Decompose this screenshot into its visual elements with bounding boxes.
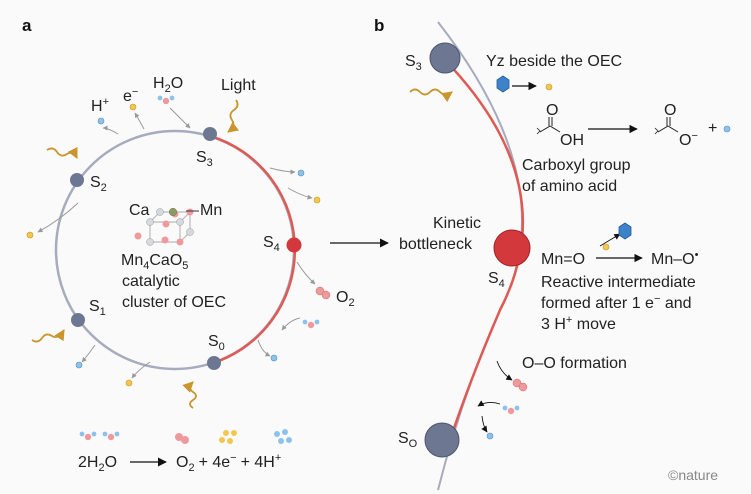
- s2-electron-particle: [26, 231, 34, 239]
- bottleneck-line1: Kinetic: [433, 215, 481, 232]
- yz-tyrosine-icon-2: [618, 222, 632, 240]
- light-arrow-s0: [182, 381, 197, 409]
- equation-electron-icons: [219, 430, 237, 444]
- proton-release-arrow: [102, 125, 119, 135]
- carboxylate-o-label: O: [664, 102, 676, 119]
- equation-reactant: 2H2O: [78, 454, 117, 474]
- state-s0-label: S0: [208, 333, 225, 353]
- mn-oxyl-label: Mn–O•: [651, 249, 699, 268]
- pathway-s3-label: S3: [405, 53, 422, 73]
- light-arrow-s2: [46, 146, 78, 159]
- oxygen-release-arrow: [296, 261, 316, 285]
- released-proton-particle: [723, 125, 731, 133]
- carboxylate-structure: [654, 117, 679, 135]
- pathway-s4-node: [493, 229, 531, 267]
- s0-proton-particle: [270, 354, 278, 362]
- bottleneck-line2: bottleneck: [399, 236, 473, 253]
- s1-electron-particle: [125, 379, 133, 387]
- electron-particle: [129, 103, 137, 111]
- state-s4-label: S4: [263, 234, 280, 254]
- water-intake-arrow-b: [477, 400, 501, 407]
- nature-logo: ©nature: [668, 467, 718, 483]
- oxygen-release-arrow-b: [496, 360, 513, 381]
- carboxyl-caption-line1: Carboxyl group: [522, 157, 631, 174]
- manganese-label: Mn: [200, 202, 222, 219]
- s0-proton-arrow: [257, 339, 271, 357]
- state-s1-node: [71, 313, 85, 327]
- carboxylate-ominus-label: O−: [679, 130, 698, 149]
- state-s4-node: [286, 237, 302, 253]
- mn-electron-particle: [602, 243, 610, 251]
- state-s3-node: [203, 127, 217, 141]
- equation-proton-icons: [274, 429, 292, 444]
- mn4cao5-cluster-icon: [134, 207, 194, 246]
- s3-electron-arrow: [287, 187, 313, 200]
- water-intake-arrow: [169, 107, 191, 129]
- s3-electron-particle: [313, 196, 321, 204]
- yz-involvement-arrow: [599, 233, 621, 247]
- equation-products: O2+ 4e−+ 4H+: [176, 452, 281, 474]
- proton-release-arrow-b: [481, 415, 488, 433]
- water-intake-s0-arrow: [281, 317, 301, 331]
- light-label: Light: [221, 77, 256, 94]
- carboxyl-oh-label: OH: [560, 132, 584, 149]
- reactive-caption-line3: 3 H+ move: [541, 314, 616, 333]
- cluster-caption-line2: catalytic: [122, 273, 180, 290]
- s1-proton-particle: [75, 361, 83, 369]
- s3-proton-arrow: [269, 167, 296, 175]
- reactive-caption-line2: formed after 1 e− and: [541, 293, 692, 312]
- oo-formation-label: O–O formation: [522, 355, 627, 372]
- light-arrow-s3-b: [409, 88, 453, 103]
- proton-label: H+: [91, 96, 109, 115]
- carboxyl-o-label: O: [546, 102, 558, 119]
- yz-tyrosine-icon: [496, 75, 510, 93]
- s1-electron-arrow: [131, 361, 151, 379]
- pathway-s0-node: [424, 422, 460, 458]
- pathway-s0-label: SO: [398, 430, 418, 450]
- equation-water-icons: [79, 431, 120, 441]
- oxygen-molecule-b: [512, 378, 528, 392]
- proton-particle-b: [486, 432, 494, 440]
- carboxyl-caption-line2: of amino acid: [522, 178, 617, 195]
- water-label: H2O: [153, 75, 183, 95]
- calcium-label: Ca: [129, 202, 150, 219]
- yz-electron-particle: [545, 83, 553, 91]
- state-s3-label: S3: [196, 149, 213, 169]
- s2-electron-arrow: [37, 202, 79, 233]
- carboxyl-acid-structure: [536, 117, 561, 135]
- pathway-red: [444, 59, 525, 441]
- light-arrow-s1: [31, 329, 65, 343]
- pathway-s3-node: [429, 42, 461, 74]
- mn-oxo-label: Mn=O: [541, 251, 585, 268]
- yz-label: Yz beside the OEC: [486, 53, 622, 70]
- oxygen-molecule: [315, 286, 331, 300]
- cluster-formula: Mn4CaO5: [121, 252, 188, 272]
- state-s2-label: S2: [90, 174, 107, 194]
- plus-sign: +: [708, 120, 717, 137]
- electron-release-arrow: [134, 112, 145, 130]
- water-intake-b: [502, 405, 520, 415]
- oxygen-label: O2: [336, 289, 355, 309]
- light-arrow-s3: [227, 99, 240, 133]
- panel-a-label: a: [22, 16, 32, 35]
- equation-oxygen-icon: [175, 433, 189, 444]
- state-s0-node: [207, 356, 221, 370]
- pathway-s4-label: S4: [488, 270, 505, 290]
- proton-particle: [97, 117, 105, 125]
- water-molecule: [157, 95, 175, 105]
- s3-proton-particle: [297, 169, 305, 177]
- panel-b-label: b: [374, 16, 384, 35]
- reactive-caption-line1: Reactive intermediate: [541, 274, 696, 291]
- s1-proton-arrow: [81, 344, 96, 363]
- catalytic-cycle-ring: [54, 129, 296, 371]
- water-intake-s0: [302, 319, 320, 329]
- state-s1-label: S1: [89, 298, 106, 318]
- cluster-caption-line3: cluster of OEC: [122, 294, 226, 311]
- state-s2-node: [70, 173, 84, 187]
- electron-label: e−: [123, 86, 138, 105]
